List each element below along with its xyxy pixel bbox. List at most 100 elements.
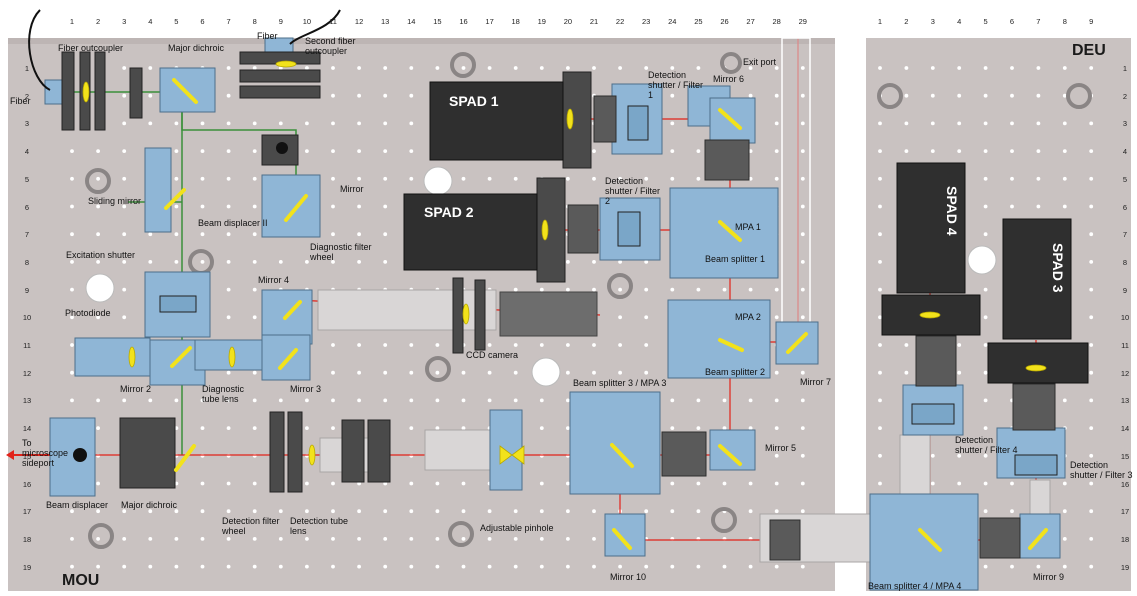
row-number: 13: [1120, 396, 1130, 406]
label-major-dichroic-bottom: Major dichroic: [121, 500, 178, 510]
breadboard-hole: [331, 176, 335, 181]
column-number: 26: [720, 17, 729, 26]
column-number: 21: [589, 17, 599, 26]
breadboard-hole: [357, 66, 361, 70]
breadboard-hole: [800, 481, 805, 486]
column-number: 9: [1089, 17, 1094, 26]
breadboard-hole: [226, 149, 231, 154]
breadboard-hole: [1036, 66, 1041, 70]
breadboard-hole: [878, 370, 882, 375]
breadboard-hole: [592, 149, 596, 154]
breadboard-hole: [539, 398, 544, 403]
breadboard-hole: [1010, 176, 1014, 181]
breadboard-hole: [748, 509, 753, 514]
breadboard-hole: [800, 232, 805, 237]
breadboard-hole: [409, 66, 414, 70]
row-number: 19: [1120, 562, 1130, 572]
white-disks: [85, 166, 997, 387]
label-mirror10: Mirror 10: [610, 572, 647, 582]
breadboard-hole: [70, 315, 74, 320]
breadboard-hole: [383, 260, 388, 264]
breadboard-hole: [670, 398, 675, 403]
breadboard-hole: [200, 204, 205, 209]
breadboard-hole: [357, 481, 361, 486]
breadboard-hole: [670, 426, 675, 430]
row-number: 15: [1120, 451, 1130, 461]
breadboard-hole: [539, 564, 544, 569]
breadboard-hole: [748, 481, 753, 486]
breadboard-hole: [70, 564, 74, 569]
breadboard-hole: [1089, 537, 1094, 541]
breadboard-hole: [331, 398, 335, 403]
breadboard-hole: [983, 343, 988, 347]
breadboard-hole: [566, 343, 570, 347]
breadboard-hole: [983, 509, 988, 514]
breadboard-hole: [383, 149, 388, 154]
breadboard-hole: [487, 537, 492, 541]
breadboard-hole: [983, 93, 988, 98]
breadboard-hole: [70, 509, 74, 514]
breadboard-hole: [70, 287, 74, 292]
breadboard-hole: [618, 260, 622, 264]
breadboard-hole: [305, 426, 309, 430]
label-mirror2: Mirror 2: [120, 384, 151, 394]
breadboard-hole: [618, 370, 622, 375]
breadboard-hole: [70, 149, 74, 154]
breadboard-hole: [252, 121, 257, 126]
breadboard-hole: [226, 260, 231, 264]
breadboard-hole: [174, 149, 179, 154]
breadboard-hole: [252, 370, 257, 375]
breadboard-hole: [644, 176, 649, 181]
breadboard-hole: [566, 370, 570, 375]
breadboard-hole: [878, 149, 882, 154]
breadboard-hole: [1062, 149, 1067, 154]
breadboard-hole: [357, 370, 361, 375]
blue-mounts: [44, 37, 1066, 591]
breadboard-hole: [487, 176, 492, 181]
breadboard-hole: [226, 537, 231, 541]
breadboard-hole: [696, 287, 701, 292]
breadboard-hole: [696, 481, 701, 486]
breadboard-hole: [226, 176, 231, 181]
breadboard-hole: [696, 149, 701, 154]
column-number: 7: [226, 17, 231, 26]
breadboard-hole: [200, 176, 205, 181]
row-number: 13: [22, 396, 32, 406]
breadboard-hole: [800, 121, 805, 126]
breadboard-hole: [461, 481, 466, 486]
breadboard-hole: [383, 481, 388, 486]
breadboard-hole: [252, 537, 257, 541]
breadboard-hole: [70, 370, 74, 375]
label-second-fiber-outcoupler: Second fiber outcoupler: [305, 36, 356, 56]
breadboard-hole: [435, 426, 440, 430]
breadboard-hole: [461, 66, 466, 70]
breadboard-hole: [878, 398, 882, 403]
breadboard-hole: [331, 370, 335, 375]
column-number: 4: [148, 17, 153, 26]
breadboard-hole: [722, 426, 727, 430]
breadboard-hole: [644, 287, 649, 292]
row-number: 14: [1120, 424, 1130, 434]
breadboard-hole: [670, 121, 675, 126]
breadboard-hole: [357, 93, 361, 98]
breadboard-hole: [357, 260, 361, 264]
breadboard-hole: [983, 481, 988, 486]
breadboard-hole: [930, 121, 935, 126]
breadboard-hole: [487, 509, 492, 514]
breadboard-hole: [357, 564, 361, 569]
breadboard-hole: [1089, 204, 1094, 209]
breadboard-hole: [774, 509, 779, 514]
column-number: 17: [485, 17, 494, 26]
row-number: 11: [1121, 341, 1129, 350]
breadboard-hole: [722, 564, 727, 569]
breadboard-hole: [957, 481, 962, 486]
row-number: 7: [1122, 230, 1128, 240]
breadboard-hole: [513, 564, 518, 569]
breadboard-hole: [409, 537, 414, 541]
breadboard-hole: [252, 481, 257, 486]
row-number: 4: [1122, 147, 1128, 157]
breadboard-hole: [174, 260, 179, 264]
breadboard-hole: [409, 564, 414, 569]
breadboard-hole: [148, 260, 153, 264]
breadboard-hole: [1062, 509, 1067, 514]
